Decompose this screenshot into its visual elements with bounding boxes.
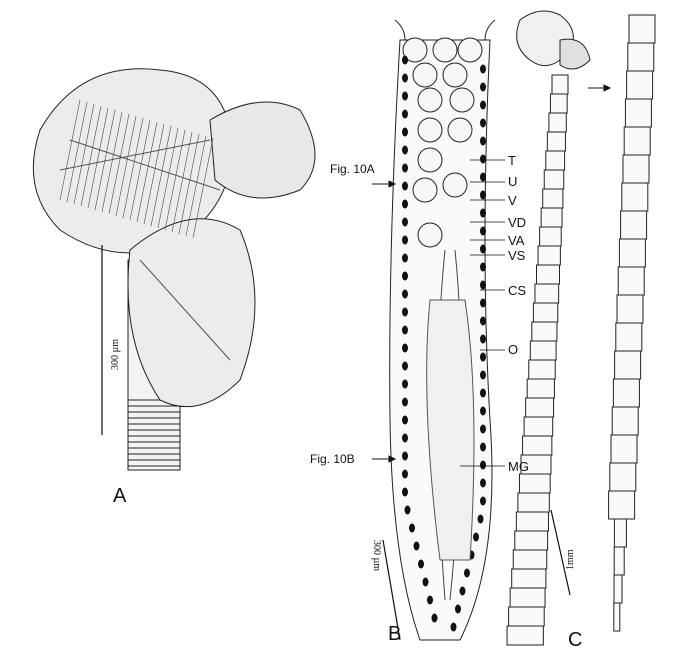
scale-label-b: 300 µm xyxy=(371,540,382,572)
label-mg: MG xyxy=(508,459,529,474)
proglottid-drawing-b xyxy=(389,19,496,641)
arrow-label-fig10a: Fig. 10A xyxy=(330,162,375,176)
scale-bar-c xyxy=(550,509,571,596)
label-t: T xyxy=(508,153,516,168)
label-v: V xyxy=(508,193,517,208)
label-va: VA xyxy=(508,233,525,248)
label-cs: CS xyxy=(508,283,527,298)
strobila-drawing-c xyxy=(506,10,656,646)
label-vs: VS xyxy=(508,248,526,263)
scale-label-c: 1mm xyxy=(565,549,576,570)
label-u: U xyxy=(508,174,518,189)
panel-label-a: A xyxy=(113,485,127,507)
scolex-drawing-a xyxy=(32,68,316,471)
arrow-fig10b xyxy=(372,455,397,463)
scale-label-a: 300 µm xyxy=(110,338,121,370)
arrow-fig10a xyxy=(372,180,397,188)
arrow-c xyxy=(588,84,612,92)
label-o: O xyxy=(508,342,519,357)
panel-label-b: B xyxy=(388,623,402,645)
panel-label-c: C xyxy=(568,629,583,651)
label-vd: VD xyxy=(508,215,527,230)
arrow-label-fig10b: Fig. 10B xyxy=(310,452,355,466)
label-leaders xyxy=(460,159,505,467)
scale-bar-b xyxy=(382,539,401,641)
